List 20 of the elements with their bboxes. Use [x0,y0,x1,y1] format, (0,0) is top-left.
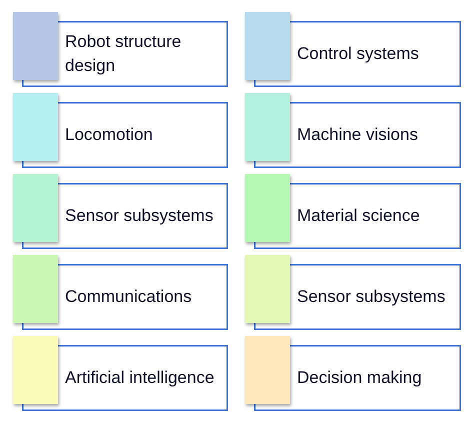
topic-card [245,93,461,168]
topic-label: Artificial intelligence [65,367,216,389]
topic-label: Machine visions [297,124,419,146]
topic-card [245,336,461,411]
topic-label: Material science [297,205,421,227]
topic-label: Communications [65,286,193,308]
topic-card [245,255,461,330]
topic-label: Control systems [297,43,420,65]
topic-card [13,93,228,168]
topic-label: Sensor subsystems [65,205,214,227]
topic-label: Robot structure design [65,31,182,77]
topic-label: Locomotion [65,124,154,146]
topic-card [13,12,228,87]
topic-card [245,12,461,87]
topic-label: Decision making [297,367,423,389]
topic-card [245,174,461,249]
topic-card [13,174,228,249]
topic-label: Sensor subsystems [297,286,446,308]
topic-card [13,336,228,411]
topic-card [13,255,228,330]
